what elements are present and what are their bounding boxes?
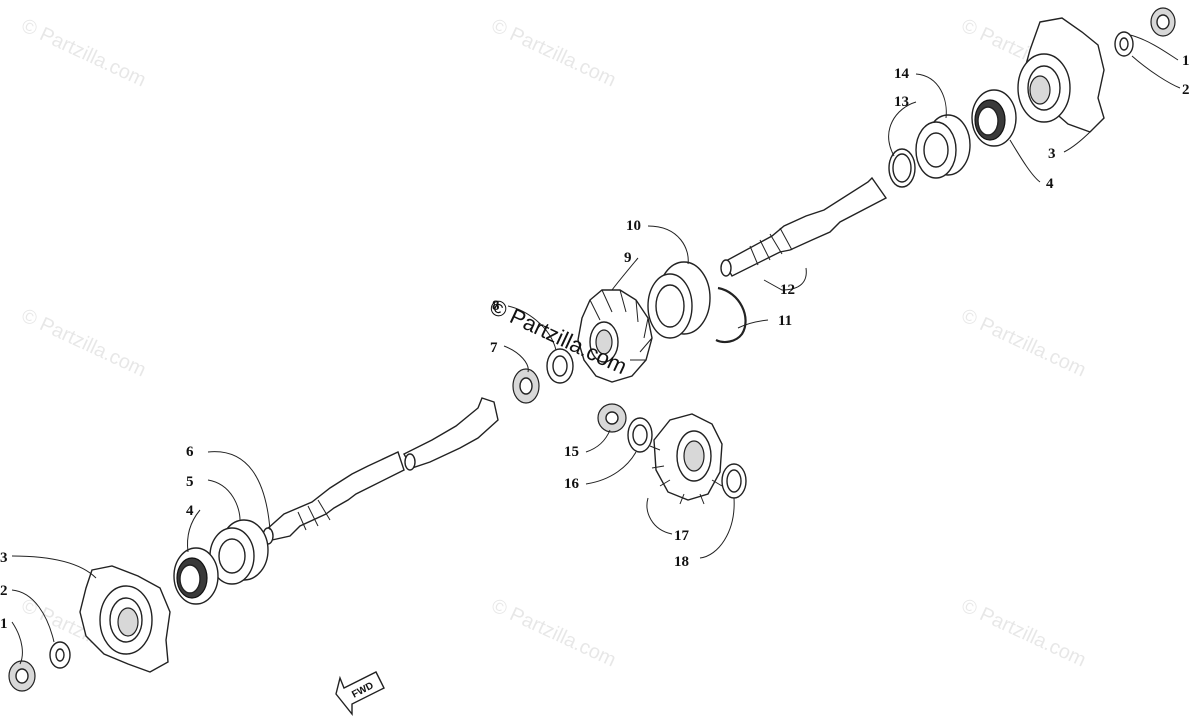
callout-4-upper: 4	[1046, 176, 1054, 192]
callout-8: 8	[492, 298, 500, 314]
leader-lines	[11, 34, 1181, 665]
callout-12: 12	[780, 282, 795, 298]
nut-15	[597, 403, 627, 433]
callout-7: 7	[490, 340, 498, 356]
hub-flange-3-lower	[79, 565, 171, 673]
drive-shaft-6	[262, 397, 499, 545]
bearing-5	[209, 519, 269, 585]
snap-ring-13	[888, 148, 916, 188]
callout-2-upper: 2	[1182, 82, 1190, 98]
bearing-10	[647, 261, 711, 339]
pinion-gear-9	[577, 289, 653, 383]
nut-1-lower	[8, 660, 36, 692]
callout-13: 13	[894, 94, 909, 110]
nut-7	[512, 368, 540, 404]
washer-8	[546, 348, 574, 384]
bearing-14	[915, 114, 971, 179]
fwd-direction-arrow: FWD	[335, 671, 385, 716]
callout-6: 6	[186, 444, 194, 460]
seal-4-upper	[971, 89, 1017, 147]
callout-10: 10	[626, 218, 641, 234]
washer-16	[627, 417, 653, 453]
washer-18	[721, 463, 747, 499]
callout-labels: 1 2 3 4 14 13 10 9 12 11 8 7 15 16 17 18…	[0, 53, 1190, 632]
watermark: © Partzilla.com	[958, 305, 1089, 382]
hub-flange-3-upper	[1017, 17, 1105, 133]
pinion-shaft-12	[720, 176, 888, 277]
circlip-11	[715, 286, 747, 344]
callout-1-upper: 1	[1182, 53, 1190, 69]
callout-18: 18	[674, 554, 689, 570]
callout-3-upper: 3	[1048, 146, 1056, 162]
watermark: © Partzilla.com	[958, 595, 1089, 672]
callout-1-lower: 1	[0, 616, 8, 632]
seal-4-lower	[173, 547, 219, 605]
bevel-gear-17	[649, 413, 723, 505]
watermark: © Partzilla.com	[488, 595, 619, 672]
callout-16: 16	[564, 476, 580, 492]
callout-15: 15	[564, 444, 579, 460]
callout-4-lower: 4	[186, 503, 194, 519]
callout-14: 14	[894, 66, 910, 82]
callout-11: 11	[778, 313, 792, 329]
watermark: © Partzilla.com	[18, 15, 149, 92]
callout-5: 5	[186, 474, 194, 490]
ring-gear-assembly	[597, 403, 747, 505]
callout-9: 9	[624, 250, 632, 266]
callout-3-lower: 3	[0, 550, 8, 566]
nut-1-upper	[1150, 7, 1176, 37]
washer-2-upper	[1114, 31, 1134, 57]
washer-2-lower	[49, 641, 71, 669]
callout-2-lower: 2	[0, 583, 8, 599]
callout-17: 17	[674, 528, 690, 544]
watermark: © Partzilla.com	[18, 305, 149, 382]
lower-hub-assembly	[8, 519, 269, 692]
watermark: © Partzilla.com	[488, 15, 619, 92]
upper-hub-assembly	[888, 7, 1176, 188]
